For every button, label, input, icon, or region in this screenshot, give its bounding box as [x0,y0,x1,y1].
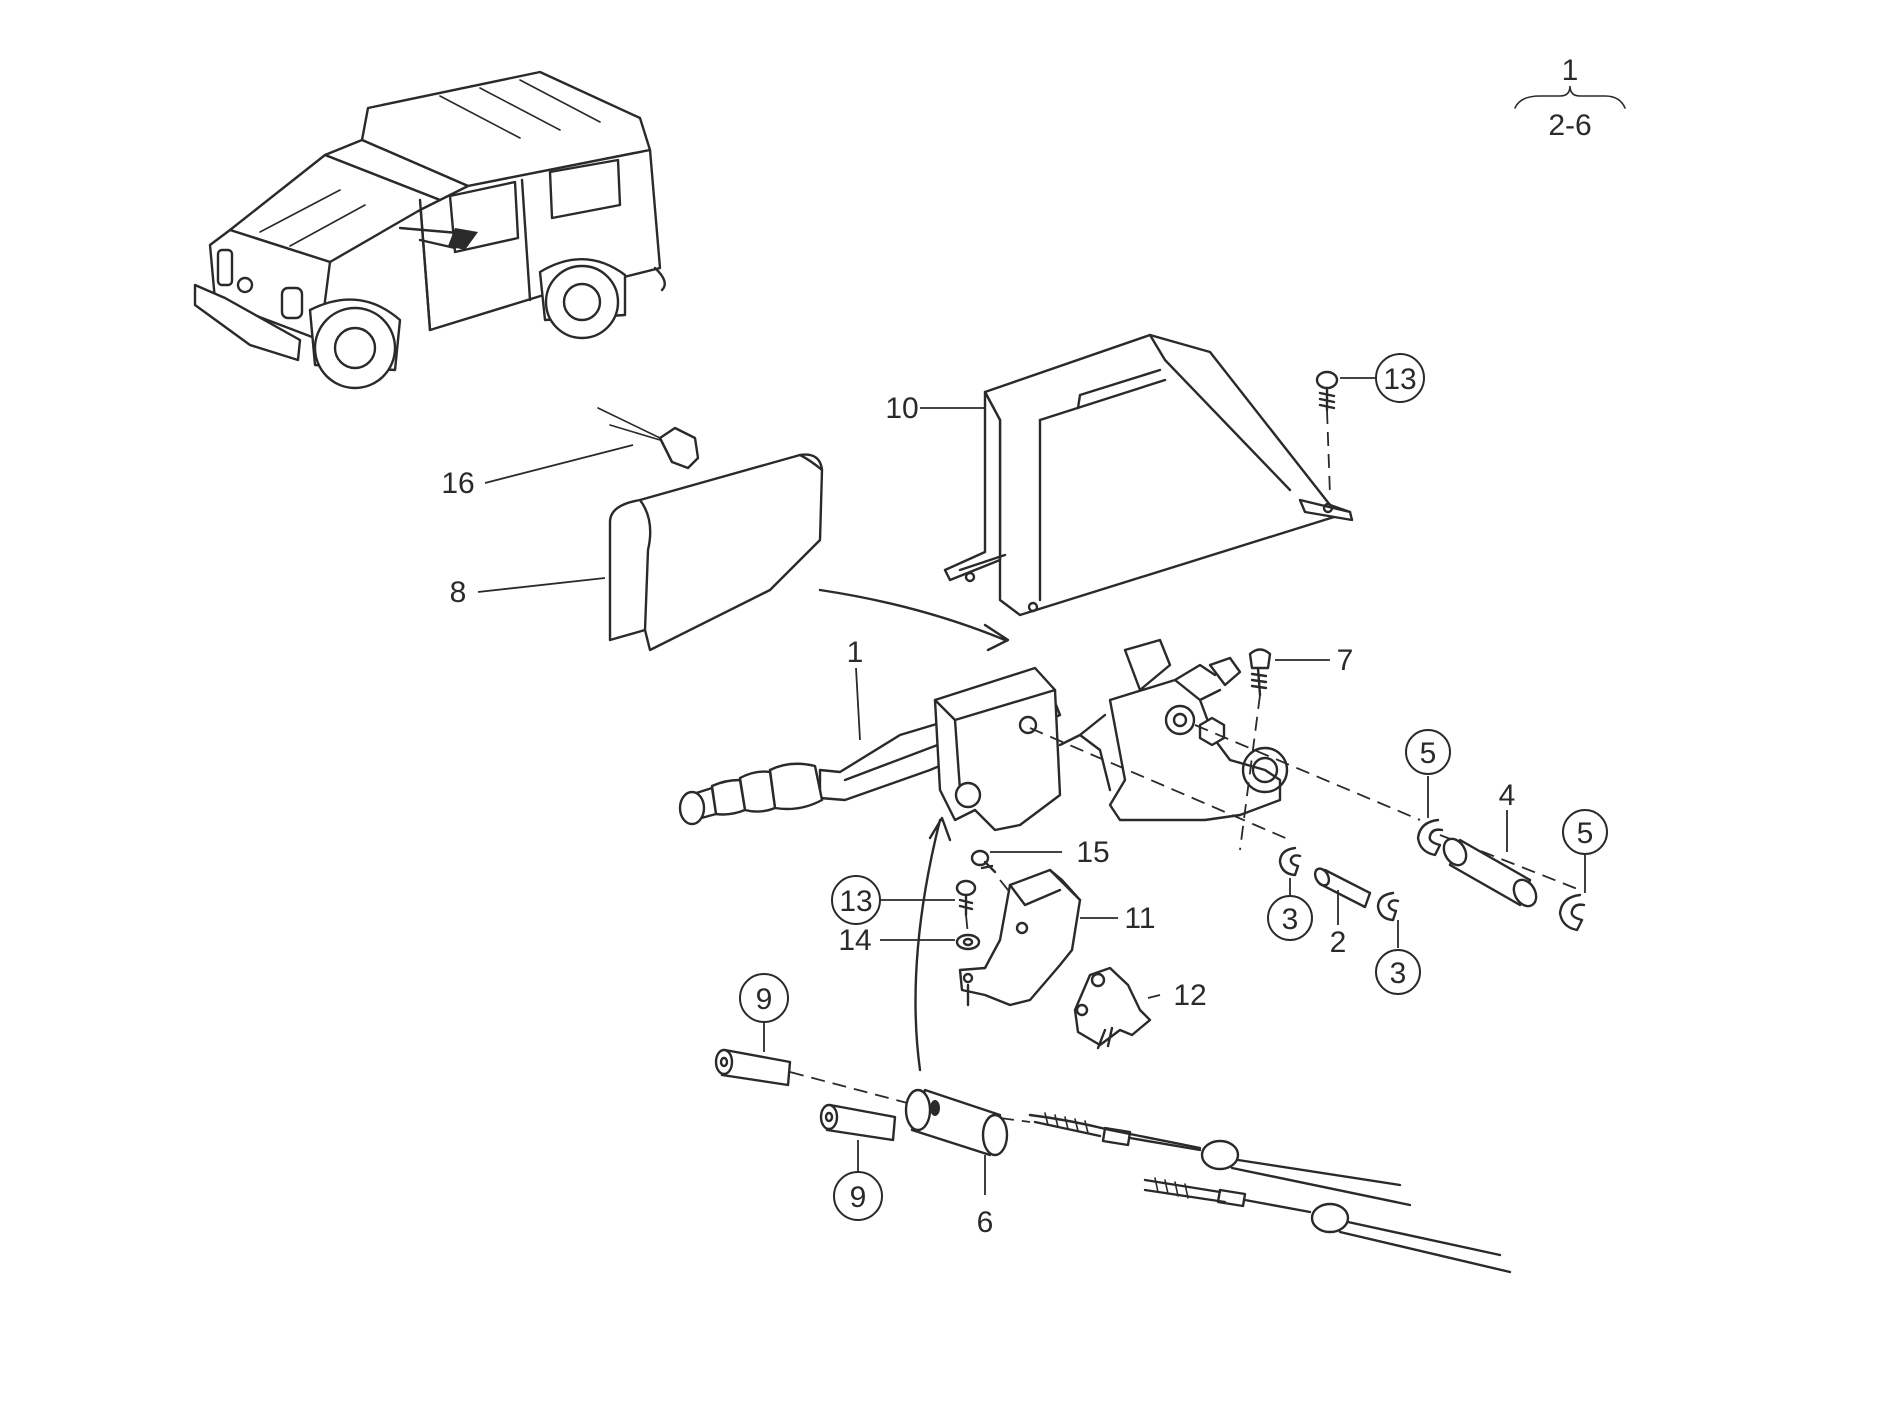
screw-13-top [1315,370,1339,496]
callout-14: 14 [838,924,871,957]
pin-axis-line-lower [1029,727,1291,841]
assembly-arrow-lower [914,816,952,1072]
callout-3-upper: 3 [1282,903,1299,936]
pin-axis-line-upper [1194,724,1421,821]
callout-5-upper: 5 [1420,737,1437,770]
bracket-11 [958,868,1082,1007]
handbrake-lever-1 [678,638,1289,832]
screw-13-bottom [955,879,977,936]
callout-3-lower: 3 [1390,957,1407,990]
callout-5-lower: 5 [1577,817,1594,850]
callout-circle-3b [1375,949,1421,995]
callout-13-bottom: 13 [839,885,872,918]
callout-6: 6 [977,1206,994,1239]
washer-14 [955,933,981,951]
callout-11: 11 [1124,902,1155,935]
callout-circle-5a [1405,729,1451,775]
callout-12: 12 [1173,979,1206,1012]
bolt-7 [1239,648,1272,851]
callout-9-upper: 9 [756,983,773,1016]
callout-circle-9a [739,973,789,1023]
callout-8: 8 [450,576,467,609]
callout-1: 1 [847,636,864,669]
callout-9-lower: 9 [850,1181,867,1214]
lever-cover-10 [943,333,1354,617]
clip-5-upper [1416,818,1444,857]
assembly-arrow-upper [818,588,1010,652]
assembly-legend: 1 2-6 [1514,54,1626,142]
vehicle-illustration [193,70,666,390]
legend-bottom-label: 2-6 [1548,109,1591,142]
callout-circle-5b [1562,809,1608,855]
legend-brace [1514,85,1626,109]
callout-circle-13a [1375,353,1425,403]
clip-16 [597,407,700,470]
callout-7: 7 [1337,644,1354,677]
callout-13-top: 13 [1383,363,1416,396]
callout-circle-9b [833,1171,883,1221]
boot-cover-8 [608,453,824,652]
sleeve-9-upper [714,1048,792,1087]
clip-3-lower [1376,891,1400,922]
pin-2 [1313,867,1372,909]
legend-top-label: 1 [1562,54,1579,87]
equalizer-6 [904,1088,1009,1157]
callout-circle-13b [831,875,881,925]
callout-2: 2 [1330,926,1347,959]
callout-10: 10 [885,392,918,425]
part-12 [1073,966,1152,1050]
clip-3-upper [1278,846,1302,877]
callout-4: 4 [1499,779,1516,812]
clip-5-lower [1558,893,1586,932]
pin-4 [1442,837,1538,908]
callout-15: 15 [1076,836,1109,869]
sleeve-9-lower [819,1103,897,1142]
callout-16: 16 [441,467,474,500]
brake-cables [999,1112,1512,1274]
callout-circle-3a [1267,895,1313,941]
